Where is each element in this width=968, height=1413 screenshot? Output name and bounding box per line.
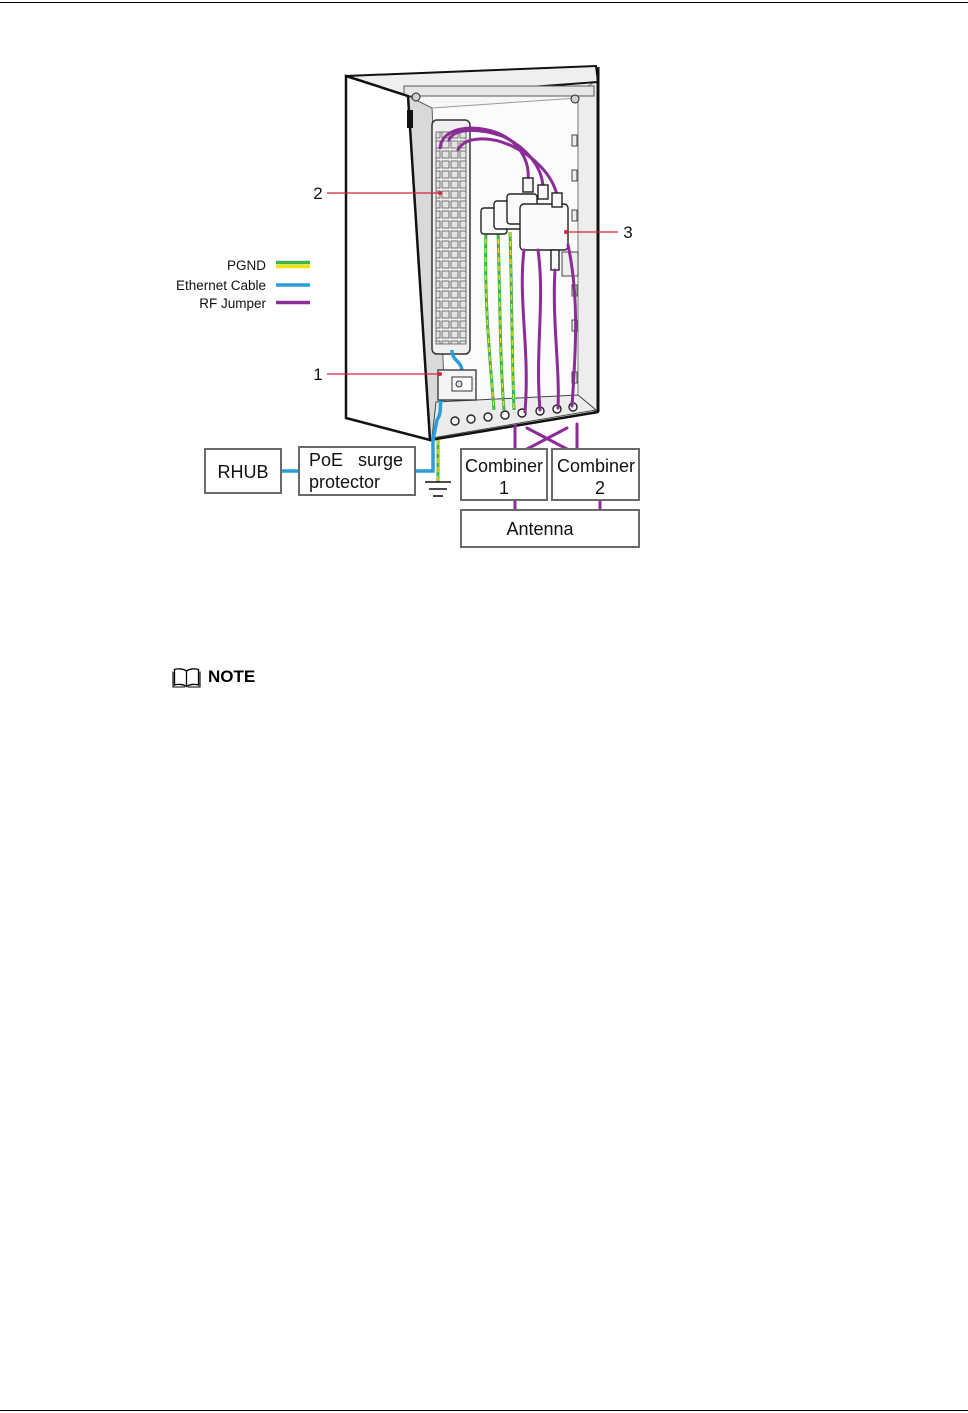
cable-gland [501, 411, 509, 419]
rf-connector [523, 178, 533, 192]
footer-rule [0, 1410, 968, 1411]
cabling-diagram: 2 3 1 PGND Ethernet Cable RF Jumper [0, 0, 968, 600]
top-bracket [404, 86, 594, 96]
cable-gland [467, 415, 475, 423]
rru-module [432, 120, 470, 354]
legend-label-ethernet: Ethernet Cable [176, 278, 266, 293]
surge-protector-unit [438, 370, 476, 400]
door-latch [407, 110, 413, 128]
callout-3: 3 [623, 223, 632, 242]
rru-heat-sink [436, 132, 466, 344]
poe-surge-protector-label-line1: PoE surge [309, 450, 403, 470]
combiner-1-label-line1: Combiner [465, 456, 543, 476]
callout-2: 2 [313, 184, 322, 203]
rf-connector [551, 250, 559, 270]
combiner-1-label-line2: 1 [499, 478, 509, 498]
rhub-label: RHUB [217, 462, 268, 482]
screw-icon [571, 95, 579, 103]
antenna-label: Antenna [506, 519, 574, 539]
wall-slot [572, 170, 577, 181]
poe-surge-protector-label-line2: protector [309, 472, 380, 492]
legend-label-pgnd: PGND [227, 258, 266, 273]
surge-protector-terminal [456, 381, 462, 387]
callout-3-dot [564, 230, 568, 234]
combiner-unit [520, 204, 568, 250]
cable-gland [451, 417, 459, 425]
callout-2-dot [438, 191, 442, 195]
callout-1-dot [438, 372, 442, 376]
combiner-1-box: Combiner 1 [461, 449, 547, 500]
cable-gland [484, 413, 492, 421]
note-heading: NOTE [208, 666, 255, 688]
combiner-2-label-line2: 2 [595, 478, 605, 498]
cabinet-right-wall [578, 80, 598, 412]
poe-surge-protector-box: PoE surge protector [299, 447, 415, 495]
rf-connector [552, 193, 562, 207]
wall-slot [572, 210, 577, 221]
screw-icon [412, 93, 420, 101]
rhub-box: RHUB [205, 449, 281, 493]
note-block: NOTE [172, 666, 255, 688]
wall-slot [572, 135, 577, 146]
book-icon [172, 667, 201, 688]
rf-connector [538, 185, 548, 199]
callout-1: 1 [313, 365, 322, 384]
combiner-2-label-line1: Combiner [557, 456, 635, 476]
ethernet-cable-poe-to-cabinet [415, 438, 433, 471]
ground-icon [425, 482, 451, 496]
antenna-box: Antenna [461, 510, 639, 547]
combiner-2-box: Combiner 2 [552, 449, 639, 500]
cable-legend: PGND Ethernet Cable RF Jumper [176, 258, 310, 311]
legend-label-rf-jumper: RF Jumper [199, 296, 266, 311]
